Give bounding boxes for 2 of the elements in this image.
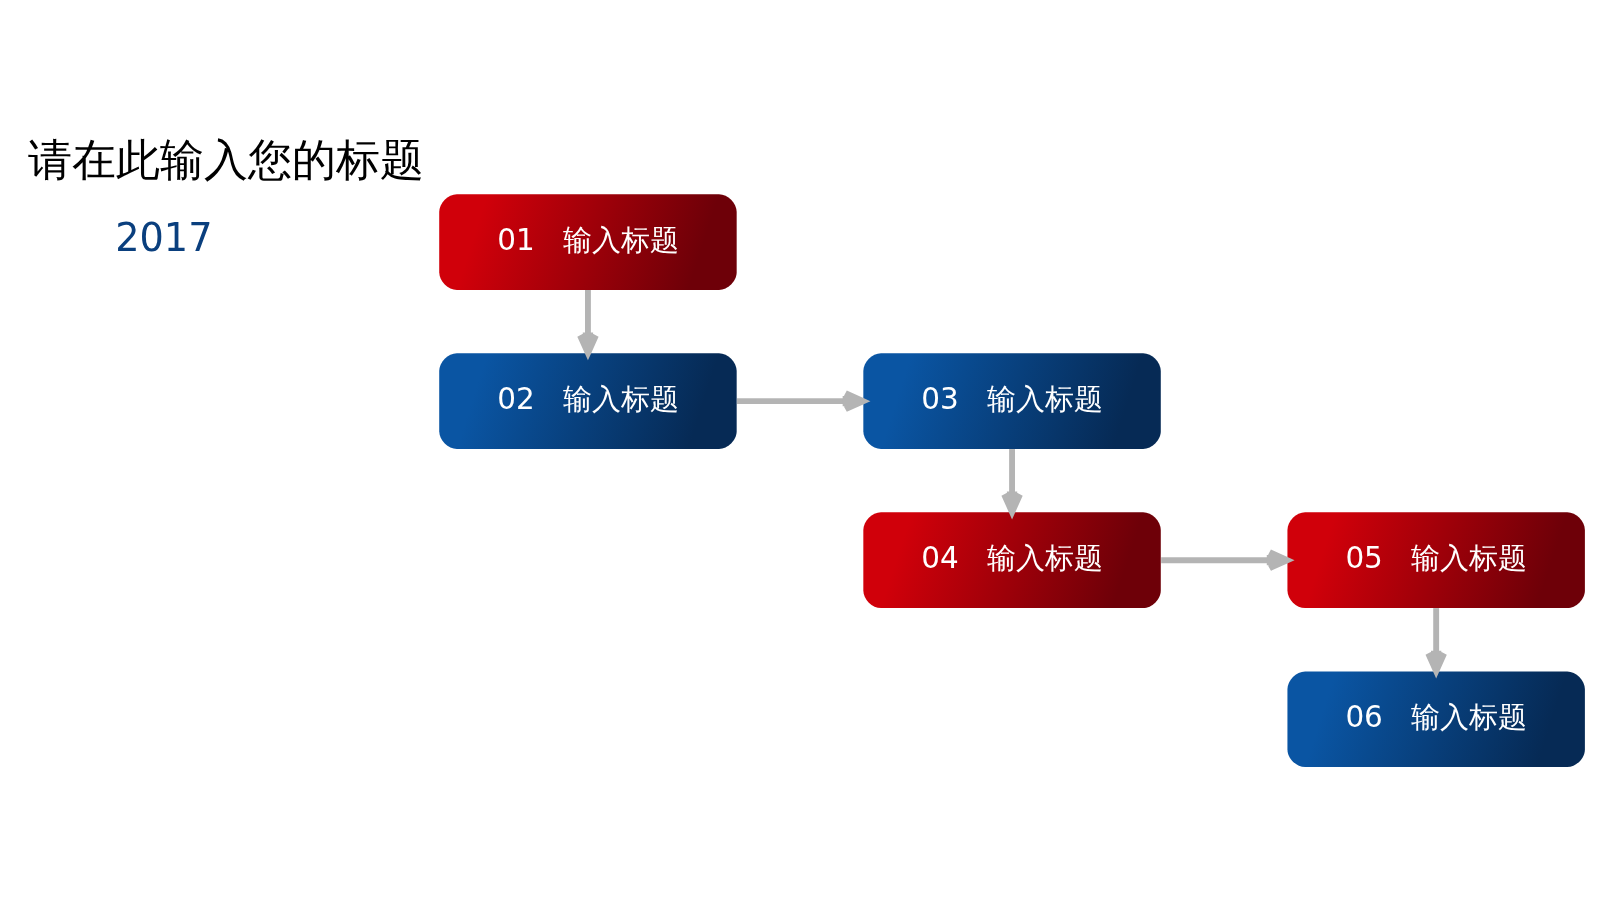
label: 2017	[115, 214, 213, 260]
diagram-title: 请在此输入您的标题	[28, 133, 425, 185]
